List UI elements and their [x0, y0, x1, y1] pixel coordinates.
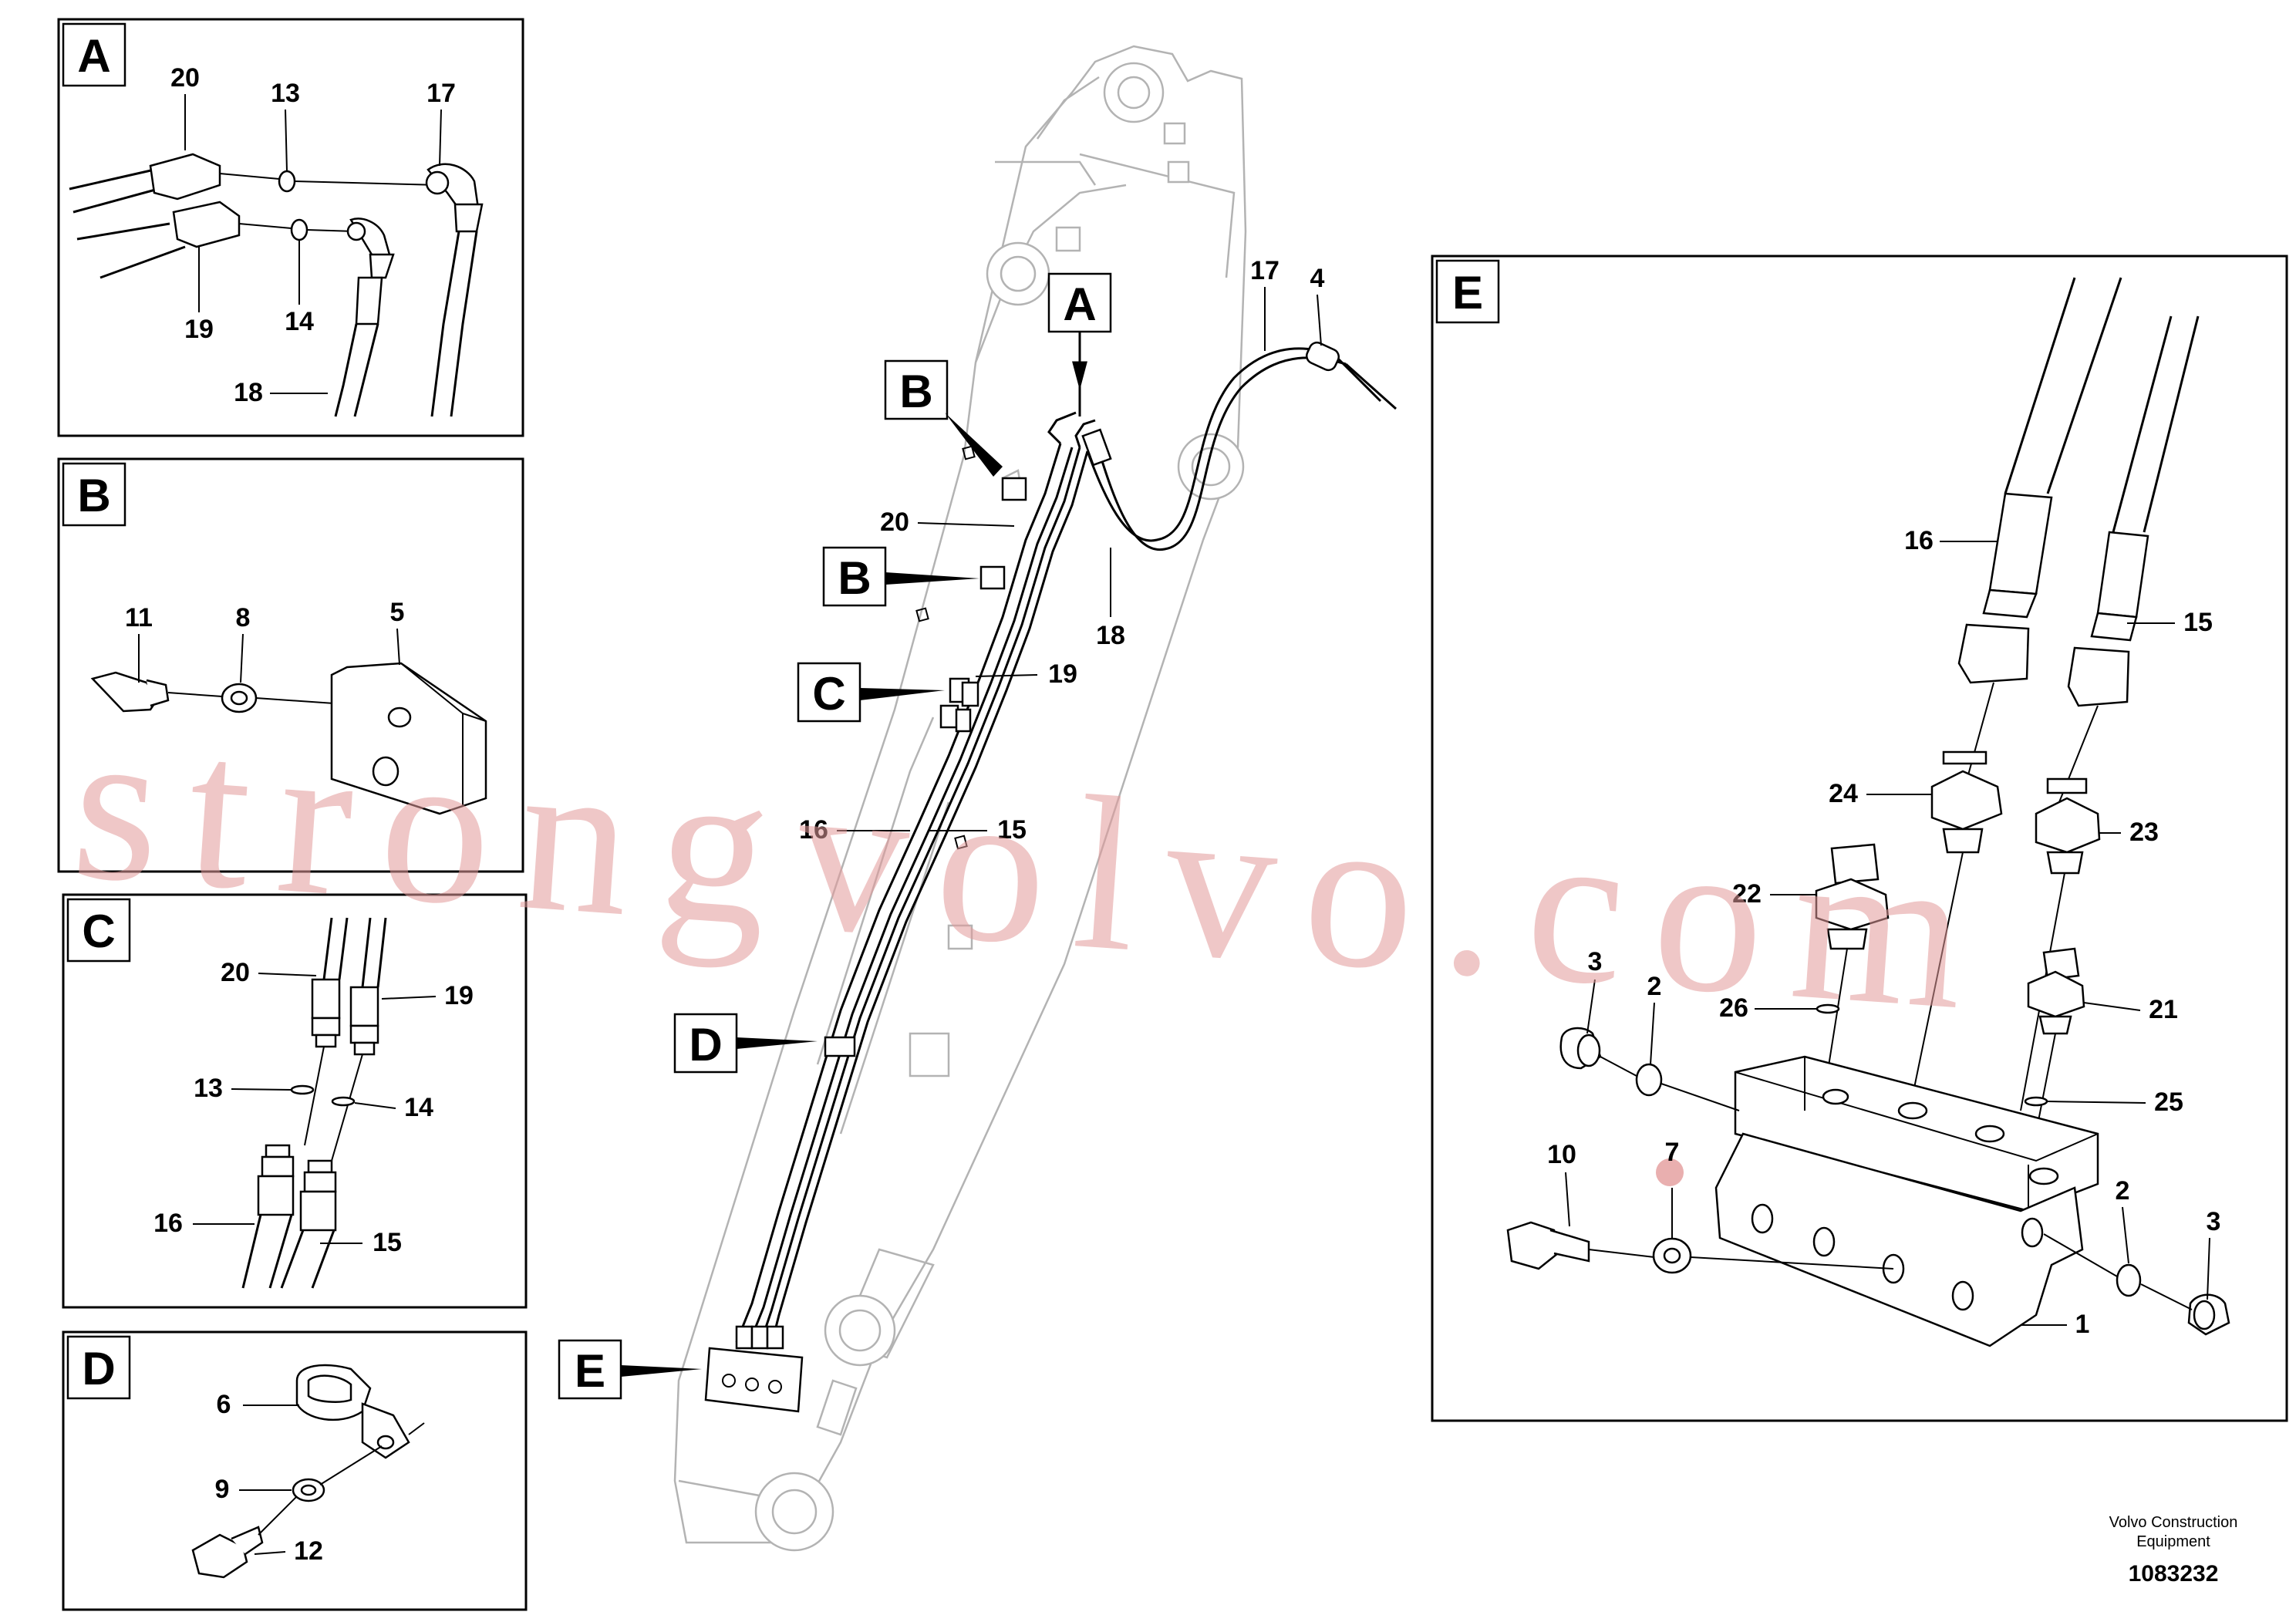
part-label-13-c: 13 — [194, 1074, 223, 1103]
part-label-2-e-right: 2 — [2116, 1176, 2130, 1206]
callout-d-main: D — [689, 1019, 722, 1071]
detail-frame-a — [57, 18, 524, 437]
part-label-9-d: 9 — [215, 1475, 230, 1504]
part-label-3-e: 3 — [1588, 947, 1603, 976]
callout-b-main-1: B — [899, 366, 932, 417]
company-name-line2: Equipment — [2136, 1533, 2210, 1550]
part-label-14-a: 14 — [285, 307, 314, 336]
part-label-19-c: 19 — [444, 981, 474, 1010]
hose-lines-main — [704, 341, 1397, 1413]
part-label-18-a: 18 — [234, 378, 263, 407]
part-label-25-e: 25 — [2154, 1088, 2183, 1117]
drawing-number: 1083232 — [2129, 1561, 2219, 1587]
detail-view-a: A 20 13 17 19 14 18 — [57, 18, 524, 437]
part-label-20-a: 20 — [170, 63, 200, 93]
callout-b-main-2: B — [838, 552, 871, 604]
part-label-2-e: 2 — [1647, 972, 1662, 1001]
detail-label-e: E — [1452, 267, 1483, 319]
detail-view-b: B 11 8 5 — [57, 457, 524, 873]
part-label-13-a: 13 — [271, 79, 300, 108]
company-name: Volvo Construction — [2109, 1514, 2238, 1531]
drawing-footer: Volvo Construction Equipment 1083232 — [2109, 1514, 2238, 1587]
detail-frame-c — [62, 893, 528, 1309]
part-label-16-main: 16 — [799, 815, 828, 845]
part-label-23-e: 23 — [2129, 818, 2159, 847]
part-label-16-e: 16 — [1904, 526, 1934, 555]
part-label-12-d: 12 — [294, 1536, 323, 1566]
part-label-11-b: 11 — [125, 603, 153, 632]
detail-frame-b — [57, 457, 524, 873]
part-label-17-a: 17 — [426, 79, 456, 108]
callout-e-main: E — [575, 1345, 605, 1397]
part-label-8-b: 8 — [236, 603, 251, 632]
part-label-19-main: 19 — [1048, 659, 1077, 689]
part-label-7-e: 7 — [1665, 1138, 1680, 1167]
part-label-14-c: 14 — [404, 1093, 433, 1122]
part-label-1-e: 1 — [2075, 1310, 2090, 1339]
detail-frame-d — [62, 1330, 528, 1611]
detail-view-c: C 20 19 13 14 16 15 — [62, 893, 528, 1309]
part-label-24-e: 24 — [1829, 779, 1858, 808]
main-part-labels: 17 4 20 18 19 16 15 — [799, 256, 1324, 845]
part-label-16-c: 16 — [153, 1209, 183, 1238]
part-label-15-main: 15 — [997, 815, 1027, 845]
part-label-20-main: 20 — [880, 508, 909, 537]
part-label-3-e-right: 3 — [2207, 1207, 2221, 1236]
part-label-26-e: 26 — [1719, 993, 1748, 1023]
part-label-4-main: 4 — [1310, 264, 1325, 293]
part-label-20-c: 20 — [221, 958, 250, 987]
part-label-15-e: 15 — [2183, 608, 2213, 637]
detail-label-b: B — [77, 470, 110, 521]
part-label-18-main: 18 — [1096, 621, 1125, 650]
part-label-22-e: 22 — [1732, 879, 1762, 909]
part-label-19-a: 19 — [184, 315, 214, 344]
detail-label-a: A — [77, 30, 110, 82]
part-label-6-d: 6 — [217, 1390, 231, 1419]
part-label-21-e: 21 — [2149, 995, 2178, 1024]
detail-view-e: E — [1431, 255, 2288, 1422]
detail-label-d: D — [82, 1343, 115, 1394]
callout-c-main: C — [812, 668, 845, 720]
detail-label-c: C — [82, 905, 115, 957]
part-label-5-b: 5 — [390, 598, 405, 627]
callout-a-main: A — [1063, 278, 1096, 330]
part-label-15-c: 15 — [373, 1228, 402, 1257]
main-callouts: A B B C D E — [558, 272, 1112, 1400]
detail-frame-e — [1431, 255, 2288, 1422]
part-label-17-main: 17 — [1250, 256, 1279, 285]
detail-view-d: D 6 9 12 — [62, 1330, 528, 1611]
part-label-10-e: 10 — [1547, 1140, 1576, 1169]
